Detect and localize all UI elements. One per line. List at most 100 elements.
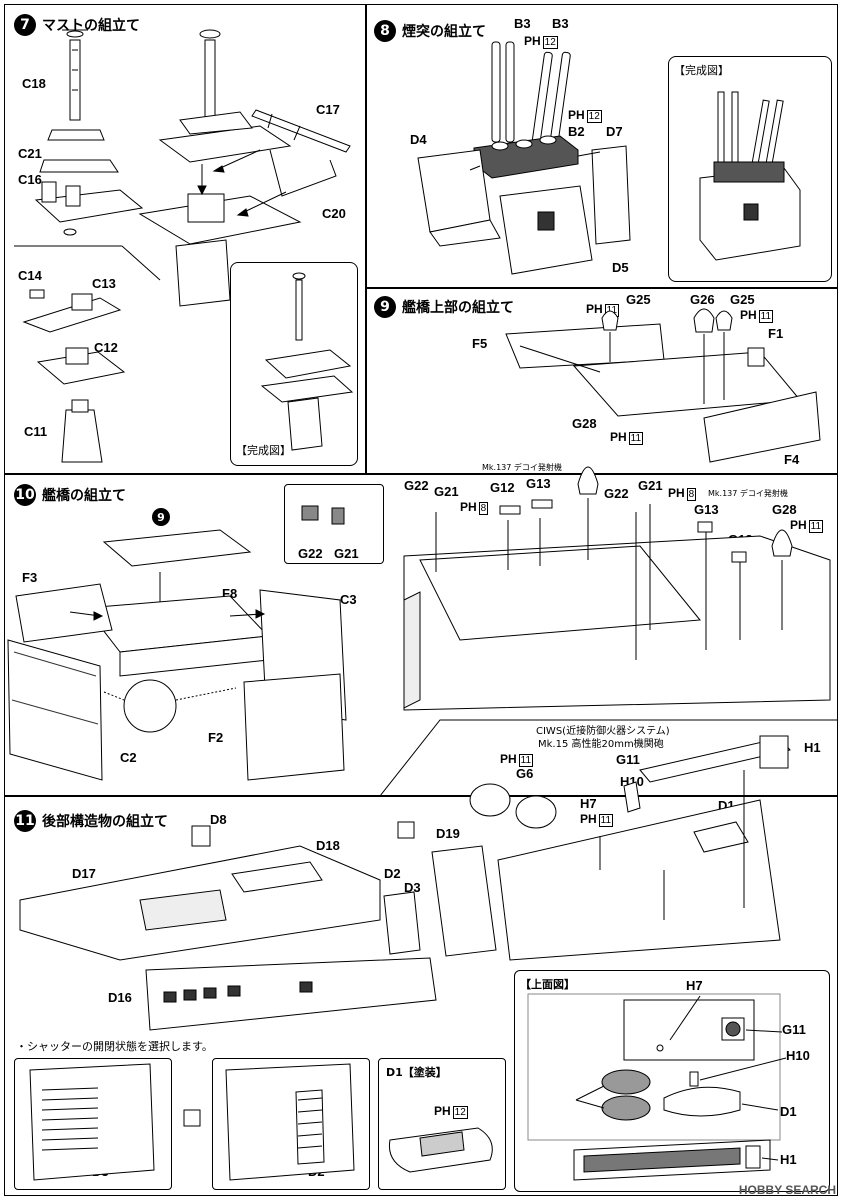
part-d7: D7 [606,124,623,139]
part-g6: G6 [516,766,534,781]
ph-glyph: PH [610,430,627,444]
part-c2: C2 [120,750,137,765]
shutter-option-closed[interactable] [14,1058,172,1190]
part-d16: D16 [108,990,132,1005]
part-c13: C13 [92,276,116,291]
step10-drawing [7,466,831,781]
mk137-label-a: Mk.137 デコイ発射機 [482,463,562,472]
part-d8: D8 [210,812,227,827]
part-g26: G26 [690,292,715,307]
part-d3: D3 [404,880,421,895]
step9-title: 艦橋上部の組立て [402,300,514,316]
ph-glyph: PH [568,108,585,122]
ciws-label-line1: CIWS(近接防御火器システム) [536,726,670,737]
topview-h1: H1 [780,1152,797,1167]
part-g21-detail: G21 [334,546,359,561]
part-g22-b: G22 [604,486,629,501]
ph-size: 12 [452,1106,468,1119]
step7-panel [4,4,366,474]
step10-title: 艦橋の組立て [42,488,126,504]
step11-title: 後部構造物の組立て [42,814,168,830]
part-g21-b: G21 [638,478,663,493]
part-g13-b: G13 [694,502,719,517]
part-c21: C21 [18,146,42,161]
step11-header: 11 後部構造物の組立て [14,810,168,832]
ph-size: 11 [808,520,824,533]
ph-size: 11 [518,754,534,767]
step7-complete-label: 【完成図】 [236,444,291,457]
step10-ref-text: 9 [157,510,165,524]
step9-panel [366,288,838,474]
ph-glyph: PH [460,500,477,514]
part-d17: D17 [72,866,96,881]
part-b3-right: B3 [552,16,569,31]
part-g12-a: G12 [490,480,515,495]
step8-panel [366,4,838,288]
part-c17: C17 [316,102,340,117]
part-d5: D5 [612,260,629,275]
part-g28-b: G28 [772,502,797,517]
part-g25-a: G25 [626,292,651,307]
step9-number: 9 [374,296,396,318]
part-f4: F4 [784,452,800,467]
part-c11: C11 [24,424,48,439]
ciws-label-line2: Mk.15 高性能20mm機関砲 [538,739,664,750]
ph-glyph: PH [434,1104,451,1118]
part-f5: F5 [472,336,488,351]
part-h1: H1 [804,740,821,755]
part-g22-detail: G22 [298,546,323,561]
topview-g11: G11 [782,1022,806,1037]
part-f2: F2 [208,730,224,745]
shutter-option-open[interactable] [212,1058,370,1190]
ph-size: 12 [586,110,602,123]
part-d18: D18 [316,838,340,853]
step10-detail-box [284,484,384,564]
step8-drawing [417,41,801,275]
part-g11: G11 [616,752,640,767]
part-g25-b: G25 [730,292,755,307]
step9-header: 9 艦橋上部の組立て [374,296,514,318]
step9-drawing [505,308,821,463]
part-b2: B2 [568,124,585,139]
topview-h10: H10 [786,1048,810,1063]
hobby-search-watermark: HOBBY SEARCH [738,1183,836,1197]
topview-title: 【上面図】 [520,978,575,991]
step10-header: 10 艦橋の組立て [14,484,126,506]
part-d4: D4 [410,132,427,147]
step8-number: 8 [374,20,396,42]
shutter-note: ・シャッターの開閉状態を選択します。 [16,1040,213,1053]
ph-glyph: PH [790,518,807,532]
step7-number: 7 [14,14,36,36]
step10-ref-9: 9 [152,508,170,526]
ph-size: 11 [598,814,614,827]
step8-complete-label: 【完成図】 [674,64,729,77]
part-g28-a: G28 [572,416,597,431]
step7-drawing [14,29,354,463]
ph-glyph: PH [668,486,685,500]
part-c14: C14 [18,268,42,283]
part-b3-left: B3 [514,16,531,31]
part-c3: C3 [340,592,357,607]
part-g21-a: G21 [434,484,459,499]
ph-size: 11 [758,310,774,323]
ph-size: 8 [478,502,489,515]
part-c20: C20 [322,206,346,221]
step7-complete-view [230,262,358,466]
part-d19: D19 [436,826,460,841]
part-c12: C12 [94,340,118,355]
ph-glyph: PH [524,34,541,48]
mk137-label-b: Mk.137 デコイ発射機 [708,489,788,498]
step10-number: 10 [14,484,36,506]
step11-number: 11 [14,810,36,832]
step8-header: 8 煙突の組立て [374,20,486,42]
ph-glyph: PH [500,752,517,766]
part-g22-a: G22 [404,478,429,493]
